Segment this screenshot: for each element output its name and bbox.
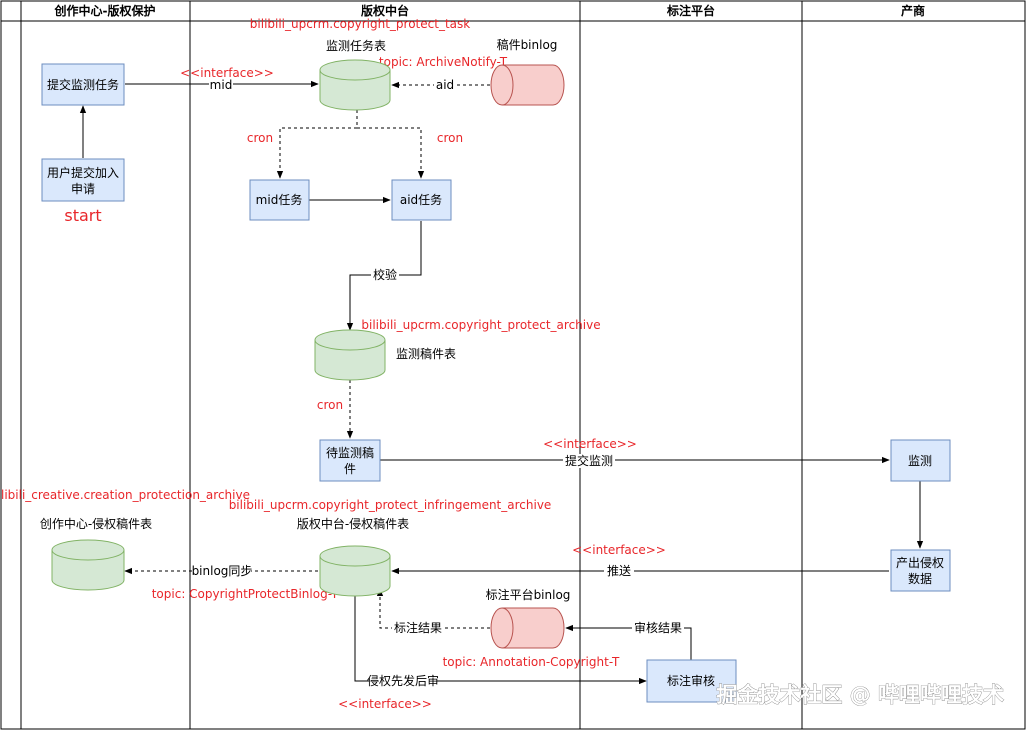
svg-text:产出侵权: 产出侵权: [896, 555, 944, 570]
svg-text:aid任务: aid任务: [400, 192, 442, 207]
svg-text:提交监测任务: 提交监测任务: [47, 77, 119, 92]
queue-archive-binlog-label: 稿件binlog: [497, 37, 558, 52]
queue-annotation-binlog: [490, 607, 565, 649]
interface-tag-push: <<interface>>: [572, 543, 666, 557]
db-creation-table-label: 创作中心-侵权稿件表: [40, 516, 152, 531]
cron-label-archive: cron: [317, 398, 343, 412]
edge-annotation-binlog-to-infringe: [376, 588, 490, 629]
edge-label-submit-monitor: 提交监测: [565, 453, 613, 468]
table-name-task: bilibili_upcrm.copyright_protect_task: [250, 17, 470, 31]
svg-text:数据: 数据: [908, 571, 932, 586]
table-name-infringement: bilibili_upcrm.copyright_protect_infring…: [229, 498, 552, 512]
edge-review-to-binlog: [565, 624, 692, 660]
table-name-archive: bilibili_upcrm.copyright_protect_archive: [361, 318, 600, 332]
process-submit-task: 提交监测任务: [41, 63, 125, 106]
queue-annotation-binlog-label: 标注平台binlog: [486, 587, 571, 602]
db-infringe-table-label: 版权中台-侵权稿件表: [297, 516, 409, 531]
db-archive-table-label: 监测稿件表: [396, 346, 456, 361]
svg-text:件: 件: [344, 462, 356, 476]
edge-label-verify: 校验: [373, 267, 397, 282]
process-aid-task: aid任务: [391, 179, 452, 221]
cron-label-right: cron: [437, 131, 463, 145]
cron-label-left: cron: [247, 131, 273, 145]
db-infringe-table: [319, 545, 391, 597]
lane-title-copyright-platform: 版权中台: [361, 3, 409, 18]
edge-label-infringe-first: 侵权先发后审: [367, 673, 439, 688]
lane-title-vendor: 产商: [901, 3, 925, 18]
svg-text:待监测稿: 待监测稿: [326, 445, 374, 460]
edge-cron-to-aid-task: [357, 127, 425, 179]
svg-text:mid任务: mid任务: [256, 192, 303, 207]
process-output-data: 产出侵权 数据: [890, 549, 951, 592]
process-pending-archive: 待监测稿 件: [319, 439, 381, 482]
db-creation-table: [51, 539, 125, 591]
topic-archive-notify: topic: ArchiveNotify-T: [379, 55, 508, 69]
edge-label-aid: aid: [436, 78, 454, 92]
lane-title-creation-center: 创作中心-版权保护: [54, 3, 156, 18]
start-label: start: [64, 206, 101, 225]
svg-text:标注审核: 标注审核: [667, 673, 715, 688]
interface-tag-submit: <<interface>>: [180, 66, 274, 80]
edge-infringe-to-review: [354, 596, 647, 685]
db-archive-table: [314, 329, 386, 381]
process-mid-task: mid任务: [249, 179, 310, 221]
edge-label-push: 推送: [607, 563, 631, 578]
table-name-creation: bilibili_creative.creation_protection_ar…: [0, 488, 250, 502]
queue-archive-binlog: [490, 64, 565, 106]
lane-title-annotation-platform: 标注平台: [666, 3, 715, 18]
process-user-apply: 用户提交加入 申请: [41, 158, 125, 202]
svg-text:用户提交加入: 用户提交加入: [47, 165, 119, 180]
svg-text:监测: 监测: [908, 454, 932, 468]
edge-label-mid: mid: [210, 78, 233, 92]
db-task-table-label: 监测任务表: [326, 38, 386, 53]
edge-label-review-result: 审核结果: [634, 620, 682, 635]
edge-label-annotation-result: 标注结果: [394, 620, 442, 635]
svg-text:申请: 申请: [71, 182, 95, 196]
interface-tag-monitor: <<interface>>: [543, 437, 637, 451]
topic-protect-binlog: topic: CopyrightProtectBinlog-T: [152, 587, 339, 601]
interface-tag-review: <<interface>>: [338, 697, 432, 711]
process-monitor: 监测: [890, 439, 951, 482]
topic-annotation: topic: Annotation-Copyright-T: [443, 655, 620, 669]
process-annotation-review: 标注审核: [646, 659, 737, 703]
edge-cron-to-mid-task: [276, 110, 358, 179]
edge-label-binlog-sync: binlog同步: [192, 564, 253, 578]
watermark: 掘金技术社区 @ 哔哩哔哩技术: [716, 683, 1004, 707]
db-task-table: [319, 59, 391, 111]
